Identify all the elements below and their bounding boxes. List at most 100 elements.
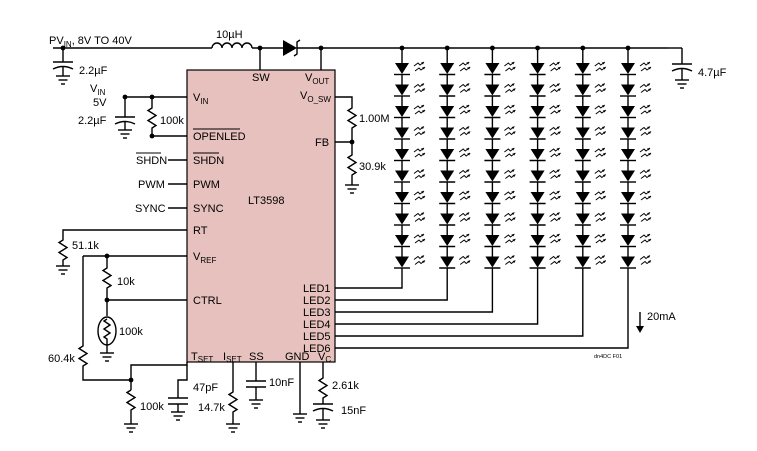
led xyxy=(620,169,652,192)
tset-div-label: 60.4k xyxy=(48,353,75,365)
current-arrow: 20mA xyxy=(636,311,676,333)
led xyxy=(394,83,426,106)
output-capacitor: 4.7µF xyxy=(668,47,727,89)
pin-vosw: VO_SW xyxy=(300,90,331,104)
pin-sw: SW xyxy=(252,72,270,84)
led-string-3 xyxy=(484,45,516,278)
led xyxy=(394,169,426,192)
pwm-input-label: PWM xyxy=(138,179,165,191)
led xyxy=(620,233,652,257)
led-string-6 xyxy=(620,45,652,278)
led xyxy=(484,83,516,106)
led xyxy=(439,190,471,214)
led xyxy=(620,190,652,214)
led xyxy=(484,190,516,214)
pin-vc: VC xyxy=(318,351,331,364)
led xyxy=(484,169,516,192)
led xyxy=(529,190,561,214)
shdn-input-label: SHDN xyxy=(136,155,167,167)
inductor-label: 10µH xyxy=(216,29,243,41)
led-string-2 xyxy=(439,45,471,278)
led xyxy=(574,147,607,171)
chip-name: LT3598 xyxy=(248,195,285,207)
pin-openled: OPENLED xyxy=(193,131,246,143)
led xyxy=(439,169,471,192)
led xyxy=(529,61,561,85)
sync-input-label: SYNC xyxy=(135,203,166,215)
led xyxy=(574,233,607,257)
led xyxy=(620,104,652,128)
led xyxy=(620,126,652,149)
led-string-1 xyxy=(394,45,426,278)
led xyxy=(484,255,516,278)
pin-led4: LED4 xyxy=(303,319,331,331)
ntc-label: 100k xyxy=(119,326,143,338)
figure-code: dn4DC F01 xyxy=(594,354,622,360)
pin-vref: VREF xyxy=(193,251,216,265)
led4-return xyxy=(335,278,539,325)
fb-top-label: 1.00M xyxy=(359,113,390,125)
pwm-input: PWM xyxy=(138,179,187,191)
feedback-divider: 1.00M 30.9k xyxy=(335,96,390,194)
led xyxy=(439,255,471,278)
led xyxy=(394,212,426,235)
pin-pwm: PWM xyxy=(193,179,220,191)
pin-shdn: SHDN xyxy=(193,155,224,167)
lt3598-chip xyxy=(186,69,336,363)
vin-network: VIN 5V 2.2µF 100k xyxy=(78,83,187,139)
led xyxy=(529,126,561,149)
led5-return xyxy=(335,278,584,337)
pin-led5: LED5 xyxy=(303,331,331,343)
led xyxy=(394,190,426,214)
led xyxy=(620,255,652,278)
led xyxy=(574,169,607,192)
led xyxy=(439,61,471,85)
pin-vout: VOUT xyxy=(305,72,329,86)
led xyxy=(439,83,471,106)
led xyxy=(620,212,652,235)
led xyxy=(484,126,516,149)
tset-res-label: 100k xyxy=(140,401,164,413)
pin-tset: TSET xyxy=(191,351,213,364)
pvin-label: PVIN, 8V TO 40V xyxy=(49,35,132,49)
current-label: 20mA xyxy=(647,311,676,323)
vin-label: VIN xyxy=(90,83,106,97)
pin-ctrl: CTRL xyxy=(193,295,222,307)
pin-rt: RT xyxy=(193,225,208,237)
pin-led2: LED2 xyxy=(303,295,331,307)
pvin-rail: PVIN, 8V TO 40V xyxy=(49,35,212,51)
pin-vin: VIN xyxy=(193,92,209,106)
cin-label: 2.2µF xyxy=(79,65,108,77)
chip-pin-labels: SW VOUT VO_SW FB VIN OPENLED SHDN PWM SY… xyxy=(191,72,331,364)
cvc-label: 15nF xyxy=(341,405,366,417)
led xyxy=(394,147,426,171)
led xyxy=(484,61,516,85)
led xyxy=(439,212,471,235)
led xyxy=(484,104,516,128)
input-capacitor: 2.2µF xyxy=(52,48,108,85)
led xyxy=(439,104,471,128)
led xyxy=(439,147,471,171)
led xyxy=(529,212,561,235)
led-string-5 xyxy=(574,45,607,278)
led xyxy=(484,147,516,171)
inductor: 10µH xyxy=(211,29,283,70)
led3-return xyxy=(335,278,494,313)
iset-resistor: 14.7k xyxy=(198,362,240,433)
shdn-input: SHDN xyxy=(136,152,187,167)
pin-led3: LED3 xyxy=(303,307,331,319)
led xyxy=(574,190,607,214)
openled-res-label: 100k xyxy=(160,115,184,127)
pin-gnd: GND xyxy=(285,351,310,363)
css-label: 10nF xyxy=(269,377,294,389)
led xyxy=(394,126,426,149)
pin-ss: SS xyxy=(249,351,264,363)
led xyxy=(529,233,561,257)
pin-led1: LED1 xyxy=(303,283,331,295)
vc-res-label: 2.61k xyxy=(332,380,359,392)
led xyxy=(484,212,516,235)
ctset-label: 47pF xyxy=(193,382,218,394)
cout-label: 4.7µF xyxy=(698,67,727,79)
rt-resistor: 51.1k xyxy=(56,229,187,275)
